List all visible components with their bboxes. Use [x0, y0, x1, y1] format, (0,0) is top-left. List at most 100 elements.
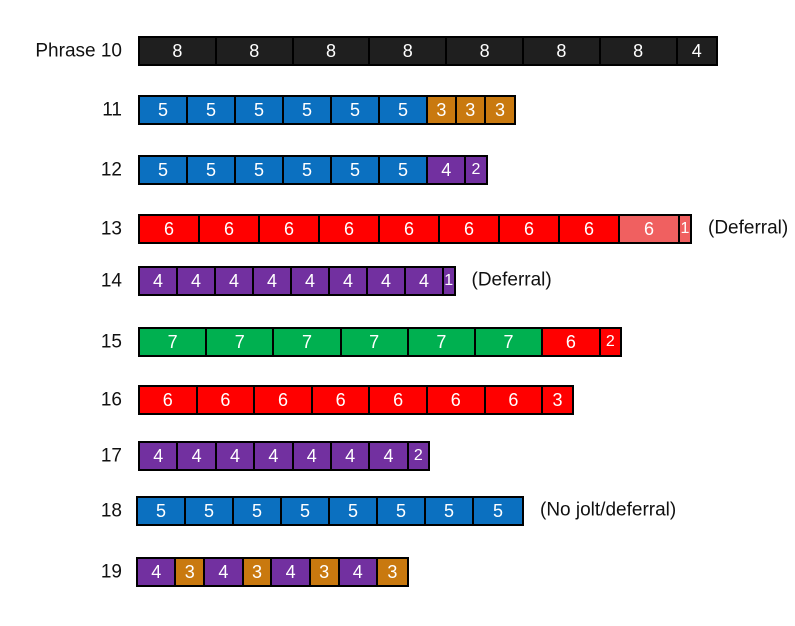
duration-segment: 8: [370, 38, 448, 64]
duration-segment: 4: [293, 443, 332, 469]
duration-segment: 5: [236, 157, 284, 183]
row-label: 16: [100, 389, 122, 411]
duration-segment: 5: [138, 498, 186, 524]
duration-segment: 5: [186, 498, 234, 524]
duration-segment: 6: [500, 216, 560, 242]
duration-segment: 5: [332, 157, 380, 183]
duration-segment: 6: [140, 387, 198, 413]
duration-segment: 6: [320, 216, 380, 242]
duration-segment: 4: [178, 443, 217, 469]
duration-segment: 6: [543, 329, 601, 355]
duration-segment: 7: [140, 329, 208, 355]
duration-segment: 6: [312, 387, 371, 413]
duration-segment: 6: [440, 216, 500, 242]
duration-segment: 5: [474, 498, 522, 524]
row-label: 12: [100, 159, 122, 181]
duration-segment: 4: [216, 443, 256, 469]
duration-segment: 4: [216, 268, 254, 294]
duration-segment: 5: [236, 97, 284, 123]
duration-segment: 5: [188, 97, 236, 123]
duration-segment: 1: [444, 268, 454, 294]
duration-segment: 6: [380, 216, 440, 242]
duration-segment: 8: [140, 38, 217, 64]
duration-segment: 8: [600, 38, 678, 64]
duration-segment: 3: [543, 387, 572, 413]
duration-segment: 3: [243, 559, 273, 585]
duration-segment: 6: [197, 387, 256, 413]
duration-segment: 4: [370, 443, 409, 469]
duration-segment: 4: [138, 559, 177, 585]
duration-segment: 4: [368, 268, 406, 294]
row-note: (No jolt/deferral): [540, 499, 677, 521]
duration-segment: 4: [331, 443, 371, 469]
duration-segment: 4: [178, 268, 216, 294]
duration-segment: 4: [254, 268, 292, 294]
duration-segment: 7: [341, 329, 409, 355]
duration-segment: 5: [284, 157, 332, 183]
duration-segment: 6: [370, 387, 428, 413]
duration-segment: 6: [427, 387, 486, 413]
duration-segment: 5: [332, 97, 380, 123]
duration-segment: 6: [260, 216, 320, 242]
duration-segment: 8: [447, 38, 524, 64]
duration-segment: 3: [377, 559, 407, 585]
row-label: 11: [102, 99, 122, 121]
duration-segment: 8: [216, 38, 294, 64]
duration-segment: 5: [378, 498, 426, 524]
duration-segment: 4: [339, 559, 378, 585]
row-label: 19: [100, 561, 122, 583]
duration-segment: 4: [428, 157, 467, 183]
duration-segment: 4: [140, 443, 179, 469]
duration-segment: 7: [274, 329, 342, 355]
duration-segment: 2: [600, 329, 620, 355]
duration-segment: 7: [408, 329, 476, 355]
duration-segment: 5: [284, 97, 332, 123]
duration-segment: 5: [140, 157, 188, 183]
duration-segment: 7: [207, 329, 275, 355]
duration-segment: 2: [408, 443, 428, 469]
row-label: Phrase 10: [35, 40, 122, 62]
duration-segment: 5: [330, 498, 378, 524]
duration-segment: 4: [292, 268, 330, 294]
duration-segment: 4: [205, 559, 244, 585]
duration-segment: 5: [380, 157, 428, 183]
duration-segment: 7: [475, 329, 544, 355]
duration-segment: 8: [293, 38, 371, 64]
duration-segment: 6: [620, 216, 680, 242]
duration-segment: 5: [282, 498, 330, 524]
duration-segment: 6: [140, 216, 200, 242]
duration-segment: 4: [677, 38, 716, 64]
duration-segment: 4: [272, 559, 311, 585]
duration-segment: 6: [200, 216, 260, 242]
duration-segment: 3: [456, 97, 486, 123]
row-label: 13: [100, 218, 122, 240]
duration-segment: 4: [406, 268, 444, 294]
row-label: 14: [100, 270, 122, 292]
duration-segment: 3: [176, 559, 206, 585]
row-label: 17: [100, 445, 122, 467]
duration-segment: 5: [234, 498, 282, 524]
duration-segment: 3: [310, 559, 340, 585]
duration-segment: 4: [330, 268, 368, 294]
duration-segment: 4: [255, 443, 294, 469]
duration-segment: 5: [140, 97, 188, 123]
row-label: 18: [100, 500, 122, 522]
row-label: 15: [100, 331, 122, 353]
duration-segment: 6: [485, 387, 544, 413]
duration-segment: 1: [680, 216, 690, 242]
duration-segment: 4: [140, 268, 178, 294]
row-note: (Deferral): [708, 217, 789, 239]
duration-segment: 5: [380, 97, 428, 123]
row-note: (Deferral): [471, 269, 552, 291]
duration-segment: 8: [523, 38, 601, 64]
duration-segment: 3: [485, 97, 515, 123]
